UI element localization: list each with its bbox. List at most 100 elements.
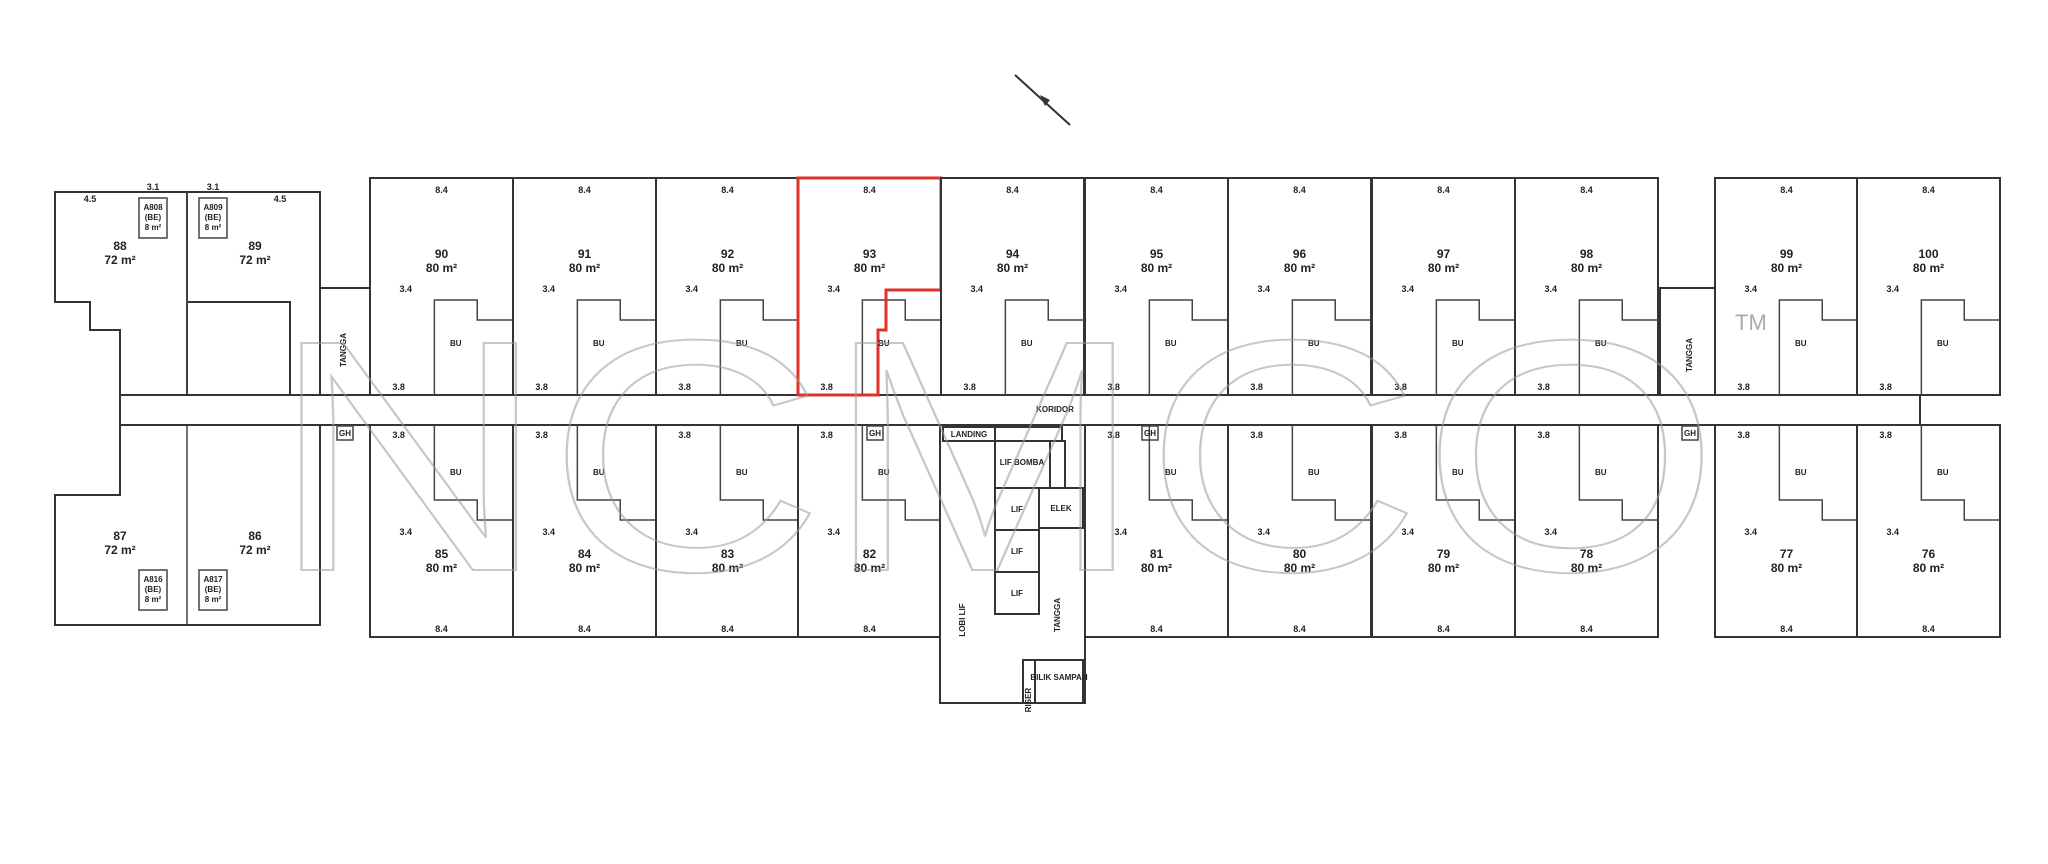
balcony-label: BU — [1308, 468, 1320, 477]
unit-79 — [1371, 424, 1516, 638]
dim-width: 8.4 — [1780, 624, 1793, 634]
unit-78 — [1514, 424, 1659, 638]
dim-small: 3.1 — [147, 182, 160, 192]
unit-number: 95 — [1150, 247, 1164, 261]
lift-label: LIF — [1011, 547, 1023, 556]
unit-99 — [1714, 177, 1859, 396]
unit-number: 98 — [1580, 247, 1594, 261]
unit-number: 94 — [1006, 247, 1020, 261]
left-block — [54, 191, 371, 626]
dim-corridor: 3.8 — [1107, 382, 1120, 392]
dim-corridor: 3.8 — [820, 430, 833, 440]
wet-label: GH — [339, 429, 351, 438]
balcony-label: BU — [878, 468, 890, 477]
dim-bay: 3.4 — [970, 284, 983, 294]
balcony-label: BU — [878, 339, 890, 348]
unit-number-87: 87 — [113, 529, 127, 543]
balcony-label: BU — [1165, 468, 1177, 477]
unit-outline — [940, 177, 1085, 396]
unit-outline — [1856, 177, 2001, 396]
unit-number: 93 — [863, 247, 877, 261]
unit-outline — [1371, 177, 1516, 396]
dim-corridor: 3.8 — [1394, 382, 1407, 392]
small-room-number: A809 — [203, 203, 223, 212]
dim-bay: 3.4 — [1886, 527, 1899, 537]
dim-bay: 3.4 — [1114, 527, 1127, 537]
dim-corridor: 3.8 — [1250, 430, 1263, 440]
small-room-outline — [138, 197, 168, 239]
dim-left: 4.5 — [274, 194, 287, 204]
unit-area: 80 m² — [1913, 561, 1944, 575]
balcony-outline — [1291, 425, 1371, 521]
balcony-outline — [719, 425, 799, 521]
dim-corridor: 3.8 — [1879, 430, 1892, 440]
balcony-outline — [576, 425, 656, 521]
unit-area: 80 m² — [1771, 261, 1802, 275]
lift-lobby-label: LOBI LIF — [958, 603, 967, 636]
balcony-label: BU — [593, 339, 605, 348]
balcony-outline — [861, 425, 941, 521]
dim-bay: 3.4 — [399, 527, 412, 537]
dim-corridor: 3.8 — [1537, 430, 1550, 440]
balcony-outline — [719, 299, 799, 395]
unit-area: 80 m² — [854, 261, 885, 275]
units-layer — [369, 176, 2001, 638]
unit-number: 81 — [1150, 547, 1164, 561]
watermark: NCMCO — [270, 271, 1720, 640]
corridor-label: KORIDOR — [1036, 405, 1074, 414]
unit-area: 80 m² — [1428, 261, 1459, 275]
wet-box — [336, 425, 354, 441]
balcony-label: BU — [1937, 468, 1949, 477]
unit-area: 80 m² — [1141, 561, 1172, 575]
unit-98 — [1514, 177, 1659, 396]
dim-corridor: 3.8 — [1394, 430, 1407, 440]
dim-bay: 3.4 — [685, 284, 698, 294]
dim-corridor: 3.8 — [1537, 382, 1550, 392]
unit-area: 72 m² — [239, 253, 270, 267]
unit-area: 80 m² — [1428, 561, 1459, 575]
dim-corridor: 3.8 — [678, 430, 691, 440]
dim-corridor: 3.8 — [678, 382, 691, 392]
dim-width: 8.4 — [578, 185, 591, 195]
unit-area: 80 m² — [854, 561, 885, 575]
dim-width: 8.4 — [863, 185, 876, 195]
small-room-number: A816 — [143, 575, 163, 584]
balcony-label: BU — [736, 468, 748, 477]
unit-94 — [940, 177, 1085, 396]
unit-number-86: 86 — [248, 529, 262, 543]
dim-corridor: 3.8 — [1250, 382, 1263, 392]
unit-85 — [369, 424, 514, 638]
trademark: TM — [1735, 310, 1767, 335]
unit-area: 72 m² — [104, 543, 135, 557]
unit-82 — [797, 424, 942, 638]
left-stair-outline — [319, 287, 371, 396]
dim-width: 8.4 — [1580, 185, 1593, 195]
unit-number: 91 — [578, 247, 592, 261]
balcony-label: BU — [1308, 339, 1320, 348]
core-stair-label: TANGGA — [1053, 598, 1062, 632]
unit-100 — [1856, 177, 2001, 396]
lift-label: LIF — [1011, 505, 1023, 514]
dim-width: 8.4 — [1780, 185, 1793, 195]
lift-shaft — [994, 571, 1040, 615]
dim-corridor: 3.8 — [1737, 430, 1750, 440]
dim-width: 8.4 — [1437, 624, 1450, 634]
unit-outline — [1514, 424, 1659, 638]
dim-width: 8.4 — [578, 624, 591, 634]
unit-number-88: 88 — [113, 239, 127, 253]
unit-area: 80 m² — [426, 261, 457, 275]
unit-80 — [1227, 424, 1372, 638]
balcony-label: BU — [736, 339, 748, 348]
unit-number: 80 — [1293, 547, 1307, 561]
small-room-area: 8 m² — [205, 223, 222, 232]
balcony-label: BU — [450, 339, 462, 348]
stair-gap — [1659, 287, 1716, 396]
small-room-outline — [198, 569, 228, 611]
unit-number: 92 — [721, 247, 735, 261]
dim-bay: 3.4 — [1257, 527, 1270, 537]
unit-number: 78 — [1580, 547, 1594, 561]
balcony-outline — [1578, 299, 1658, 395]
dim-width: 8.4 — [721, 185, 734, 195]
unit-area: 80 m² — [1771, 561, 1802, 575]
